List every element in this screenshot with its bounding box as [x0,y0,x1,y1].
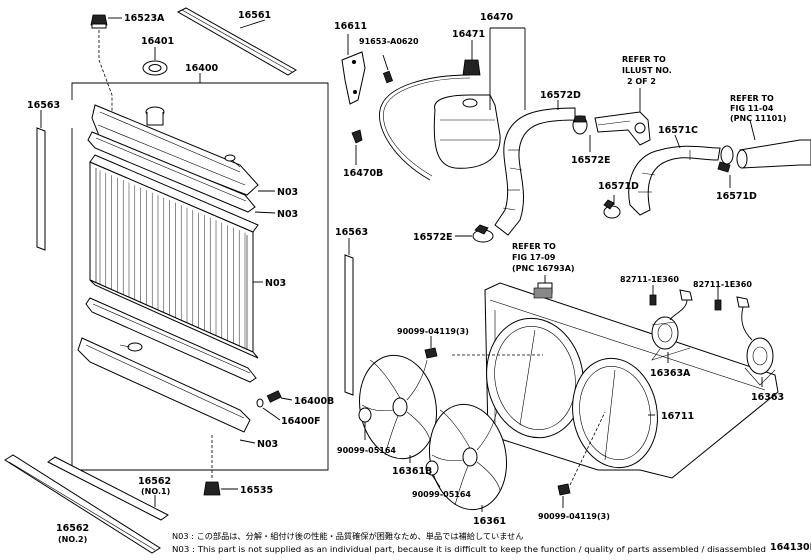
clamp-16571D-right [717,145,734,188]
label-16563-left: 16563 [27,100,60,111]
clamp-16572E-upper [572,115,591,152]
plug-16535 [203,435,238,496]
nut-90099-05164-left [358,407,372,440]
label-16563-right: 16563 [335,227,368,238]
label-16470B: 16470B [343,168,383,179]
seal-16563-left [36,110,46,251]
fan-shroud-16711 [452,275,779,486]
label-16572E-lower: 16572E [413,232,453,243]
engine-pipe [736,119,811,169]
cap-16523A [90,14,122,130]
label-16571D-right: 16571D [716,191,757,202]
reservoir-bracket-16611 [341,34,366,105]
label-16711: 16711 [661,411,694,422]
ref-fig1104-line2: FIG 11-04 [730,104,774,113]
label-n03-core: N03 [265,278,286,289]
upper-tank-gasket [87,131,256,213]
lower-hose-16571C [628,134,721,216]
label-16361: 16361 [473,516,506,527]
label-91653-A0620: 91653-A0620 [359,37,419,46]
label-16400: 16400 [185,63,218,74]
label-16572D: 16572D [540,90,581,101]
label-16470: 16470 [480,12,513,23]
ref-illust-line3: 2 OF 2 [627,77,656,86]
label-90099-04119-lower: 90099-04119(3) [538,512,610,521]
part-labels: 16523A 16561 16401 16400 16563 N03 N03 N… [27,10,784,544]
label-90099-04119-upper: 90099-04119(3) [397,327,469,336]
ref-illust-line1: REFER TO [622,55,666,64]
fan-motor-16363 [714,287,776,387]
clamp-16572E-lower [455,224,494,243]
label-16611: 16611 [334,21,367,32]
note-japanese: N03 : この部品は、分解・組付け後の性能・品質確保が困難なため、単品では補給… [172,531,524,541]
label-90099-05164-left: 90099-05164 [337,446,396,455]
label-16523A: 16523A [124,13,165,24]
ref-illust-line2: ILLUST NO. [622,66,672,75]
seal-16563-right [344,238,354,396]
bolt-91653-A0620 [382,54,394,84]
ref-fig1709-line1: REFER TO [512,242,556,251]
label-16562-no2: 16562 [56,523,89,534]
ref-fig1104-line3: (PNC 11101) [730,114,786,123]
label-16401: 16401 [141,36,174,47]
clamp-16571D-left [603,195,621,219]
label-82711-right: 82711-1E360 [693,280,752,289]
label-16363: 16363 [751,392,784,403]
seal-16562-no1 [47,456,169,521]
upper-tank [91,104,259,196]
label-no1: (NO.1) [141,487,170,496]
reference-notes: REFER TO ILLUST NO. 2 OF 2 REFER TO FIG … [512,55,786,273]
diagram-id: 164130D [770,542,811,553]
reservoir-tank-16470 [433,27,526,169]
label-16361B: 16361B [392,466,432,477]
hose-16470B [351,74,471,181]
upper-hose-16572D [494,100,576,236]
fan-motor-16363A [649,285,693,363]
label-16571D-left: 16571D [598,181,639,192]
ref-fig1104-line1: REFER TO [730,94,774,103]
water-outlet [594,111,651,146]
label-no2: (NO.2) [58,535,87,544]
ref-fig1709-line3: (PNC 16793A) [512,264,575,273]
label-n03-gasket: N03 [277,209,298,220]
drain-cock [256,390,293,421]
seal-16561 [176,7,297,76]
radiator-assembly-bracket [71,73,329,471]
label-16572E-upper: 16572E [571,155,611,166]
label-16400B: 16400B [294,396,334,407]
bolt-90099-04119-lower [557,483,571,508]
footer-notes: N03 : この部品は、分解・組付け後の性能・品質確保が困難なため、単品では補給… [172,531,811,554]
seal-16562-no2 [4,454,161,554]
n03-leaders [239,190,276,444]
radiator-core [89,154,259,359]
fan-16361B [359,354,437,463]
label-16471: 16471 [452,29,485,40]
lower-tank-gasket [85,297,257,383]
label-16571C: 16571C [658,125,698,136]
bolt-90099-04119-upper [424,336,438,359]
lower-tank [77,337,251,433]
label-16363A: 16363A [650,368,691,379]
label-16400F: 16400F [281,416,321,427]
note-english: N03 : This part is not supplied as an in… [172,544,766,554]
label-16561: 16561 [238,10,271,21]
nut-90099-05164-right [425,460,441,488]
label-82711-left: 82711-1E360 [620,275,679,284]
gasket-16401 [142,47,168,76]
label-16535: 16535 [240,485,273,496]
ref-fig1709-line2: FIG 17-09 [512,253,556,262]
label-90099-05164-right: 90099-05164 [412,490,471,499]
relay-ref-block [533,287,553,299]
label-16562-no1: 16562 [138,476,171,487]
label-n03-lower: N03 [257,439,278,450]
label-n03-upper-tank: N03 [277,187,298,198]
